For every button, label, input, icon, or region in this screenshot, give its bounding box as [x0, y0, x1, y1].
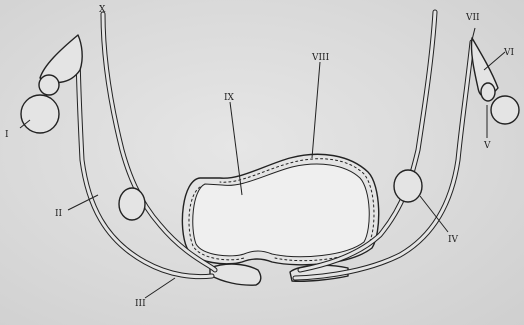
left-upper-ball — [39, 75, 59, 95]
leader-iii — [145, 278, 175, 298]
label-i: I — [5, 130, 9, 140]
right-tube-swelling — [394, 170, 422, 202]
leader-vii — [472, 28, 475, 40]
left-tube-swelling — [119, 188, 145, 220]
label-vi: VI — [503, 48, 514, 58]
label-iii: III — [135, 299, 146, 309]
left-lower-ball — [21, 95, 59, 133]
label-v: V — [483, 141, 491, 151]
label-x: X — [99, 5, 106, 15]
label-iv: IV — [448, 235, 459, 245]
leader-vi — [484, 52, 505, 70]
left-bottom-curl — [210, 264, 261, 285]
label-ii: II — [55, 209, 63, 219]
label-ix: IX — [224, 93, 235, 103]
label-vii: VII — [465, 13, 480, 23]
label-viii: VIII — [311, 53, 330, 63]
right-small-ball — [481, 83, 495, 101]
right-ball — [491, 96, 519, 124]
leader-viii — [312, 62, 320, 158]
